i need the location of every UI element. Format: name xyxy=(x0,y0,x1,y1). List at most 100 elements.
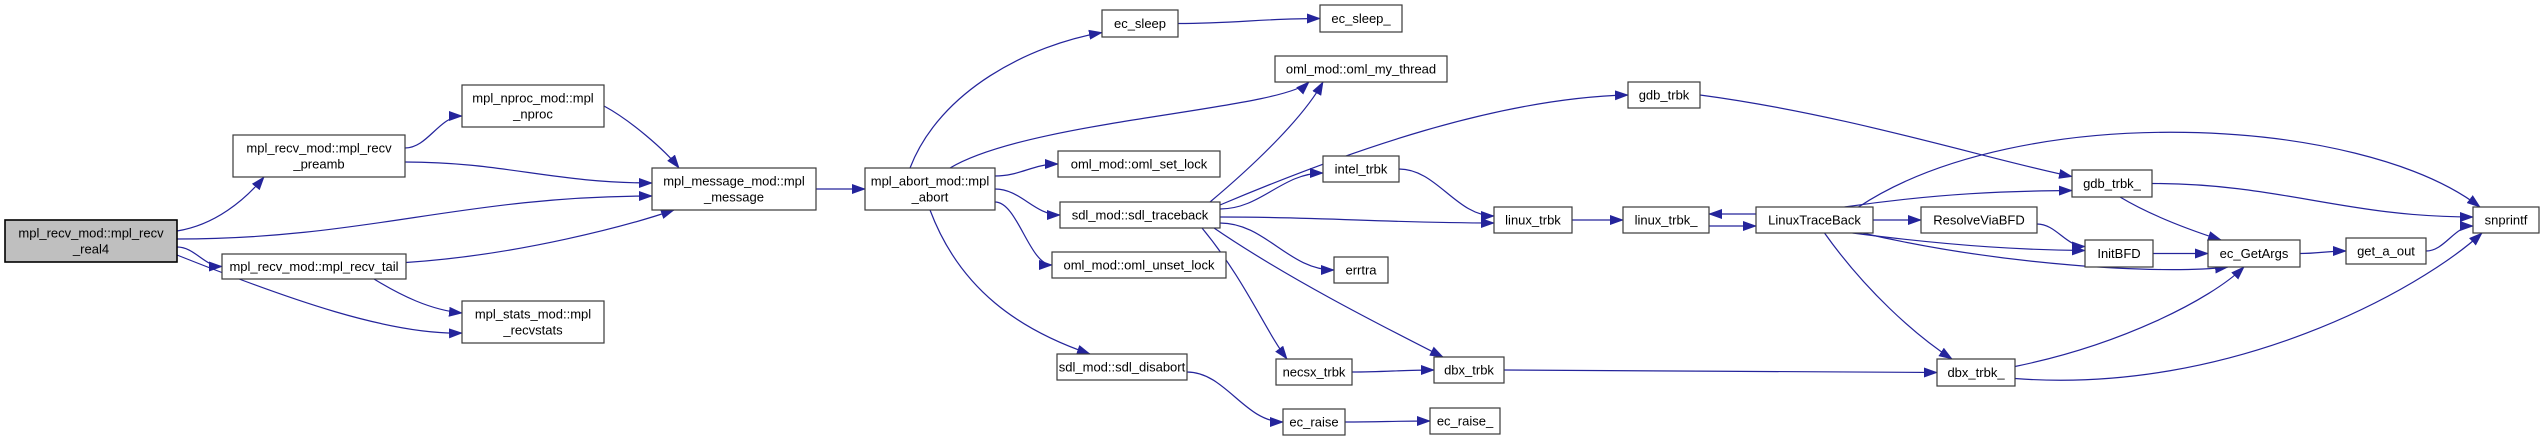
node-oml_my_thread[interactable]: oml_mod::oml_my_thread xyxy=(1274,55,1448,83)
node-errtra[interactable]: errtra xyxy=(1333,256,1389,284)
node-box xyxy=(221,253,407,280)
node-LinuxTraceBack[interactable]: LinuxTraceBack xyxy=(1755,206,1874,234)
edge-sdl_traceback-to-oml_my_thread xyxy=(1209,81,1324,203)
node-label: LinuxTraceBack xyxy=(1768,213,1861,228)
edge-dbx_trbk-to-dbx_trbk_ xyxy=(1503,367,1938,378)
node-sdl_traceback[interactable]: sdl_mod::sdl_traceback xyxy=(1059,201,1221,229)
edge-mpl_recv_preamb-to-mpl_message xyxy=(404,161,653,188)
node-ec_sleep_[interactable]: ec_sleep_ xyxy=(1319,4,1403,33)
node-label: necsx_trbk xyxy=(1283,365,1346,380)
edge-ec_GetArgs-to-get_a_out xyxy=(2299,246,2347,257)
node-linux_trbk[interactable]: linux_trbk xyxy=(1493,206,1573,234)
node-mpl_recv_real4[interactable]: mpl_recv_mod::mpl_recv_real4 xyxy=(4,219,178,263)
node-InitBFD[interactable]: InitBFD xyxy=(2084,239,2154,268)
node-box xyxy=(1936,358,2016,387)
node-linux_trbk_[interactable]: linux_trbk_ xyxy=(1622,206,1710,234)
edge-LinuxTraceBack-to-ec_GetArgs xyxy=(1862,232,2229,274)
node-label: ec_raise_ xyxy=(1437,414,1494,429)
edge-mpl_abort-to-ec_sleep xyxy=(909,29,1103,169)
node-label: gdb_trbk_ xyxy=(2083,176,2142,191)
edge-get_a_out-to-snprintf xyxy=(2425,221,2474,252)
node-label: mpl_abort_mod::mpl xyxy=(871,174,990,189)
edge-mpl_recv_real4-to-mpl_recv_tail xyxy=(176,246,223,272)
node-label: mpl_recv_mod::mpl_recv xyxy=(246,141,392,156)
edge-dbx_trbk_-to-snprintf xyxy=(2014,232,2483,381)
node-sdl_disabort[interactable]: sdl_mod::sdl_disabort xyxy=(1056,353,1188,381)
node-box xyxy=(1059,201,1221,229)
node-box xyxy=(1282,408,1346,436)
node-box xyxy=(2207,239,2301,268)
node-label: linux_trbk_ xyxy=(1635,213,1699,228)
node-necsx_trbk[interactable]: necsx_trbk xyxy=(1275,358,1353,386)
node-box xyxy=(1057,150,1221,178)
node-label: sdl_mod::sdl_traceback xyxy=(1072,208,1209,223)
edge-sdl_traceback-to-errtra xyxy=(1219,222,1335,275)
node-label: oml_mod::oml_set_lock xyxy=(1071,157,1208,172)
node-mpl_abort[interactable]: mpl_abort_mod::mpl_abort xyxy=(864,167,996,211)
edge-sdl_traceback-to-necsx_trbk xyxy=(1201,227,1288,360)
node-label: _message xyxy=(703,190,764,205)
node-get_a_out[interactable]: get_a_out xyxy=(2345,237,2427,265)
node-box xyxy=(1101,9,1179,38)
node-label: get_a_out xyxy=(2357,244,2415,259)
node-oml_unset_lock[interactable]: oml_mod::oml_unset_lock xyxy=(1051,251,1227,279)
node-intel_trbk[interactable]: intel_trbk xyxy=(1322,155,1400,183)
node-label: _abort xyxy=(911,190,949,205)
node-label: linux_trbk xyxy=(1505,213,1561,228)
node-snprintf[interactable]: snprintf xyxy=(2472,206,2540,234)
node-ResolveViaBFD[interactable]: ResolveViaBFD xyxy=(1920,206,2038,234)
edge-gdb_trbk-to-gdb_trbk_ xyxy=(1699,94,2073,179)
node-label: oml_mod::oml_unset_lock xyxy=(1063,258,1215,273)
node-box xyxy=(1333,256,1389,284)
edge-gdb_trbk_-to-ec_GetArgs xyxy=(2119,196,2222,241)
node-dbx_trbk[interactable]: dbx_trbk xyxy=(1433,356,1505,384)
node-label: ec_sleep xyxy=(1114,16,1166,31)
node-mpl_recv_tail[interactable]: mpl_recv_mod::mpl_recv_tail xyxy=(221,253,407,280)
node-box xyxy=(1622,206,1710,234)
node-box xyxy=(1274,55,1448,83)
node-label: InitBFD xyxy=(2097,246,2140,261)
node-label: intel_trbk xyxy=(1335,162,1388,177)
node-mpl_recvstats[interactable]: mpl_stats_mod::mpl_recvstats xyxy=(461,300,605,344)
node-box xyxy=(1429,407,1501,435)
node-ec_sleep[interactable]: ec_sleep xyxy=(1101,9,1179,38)
edge-LinuxTraceBack-to-gdb_trbk_ xyxy=(1844,185,2073,208)
node-box xyxy=(1433,356,1505,384)
node-label: mpl_recv_mod::mpl_recv_tail xyxy=(229,259,398,274)
node-dbx_trbk_[interactable]: dbx_trbk_ xyxy=(1936,358,2016,387)
node-mpl_message[interactable]: mpl_message_mod::mpl_message xyxy=(651,167,817,211)
node-oml_set_lock[interactable]: oml_mod::oml_set_lock xyxy=(1057,150,1221,178)
edge-mpl_recv_real4-to-mpl_recvstats xyxy=(176,254,463,339)
node-label: errtra xyxy=(1345,263,1377,278)
node-box xyxy=(1056,353,1188,381)
node-ec_raise_[interactable]: ec_raise_ xyxy=(1429,407,1501,435)
edge-mpl_recv_preamb-to-mpl_nproc xyxy=(404,111,463,149)
edge-mpl_nproc-to-mpl_message xyxy=(603,105,680,169)
node-box xyxy=(2345,237,2427,265)
node-label: gdb_trbk xyxy=(1639,88,1690,103)
node-label: mpl_message_mod::mpl xyxy=(663,174,805,189)
node-box xyxy=(461,300,605,344)
node-label: mpl_nproc_mod::mpl xyxy=(472,91,593,106)
node-gdb_trbk[interactable]: gdb_trbk xyxy=(1627,81,1701,109)
edge-ec_sleep-to-ec_sleep_ xyxy=(1177,13,1321,25)
node-box xyxy=(1755,206,1874,234)
node-mpl_recv_preamb[interactable]: mpl_recv_mod::mpl_recv_preamb xyxy=(232,134,406,178)
node-label: snprintf xyxy=(2485,213,2528,228)
node-label: mpl_stats_mod::mpl xyxy=(475,307,591,322)
edge-mpl_abort-to-sdl_traceback xyxy=(994,188,1061,220)
edge-sdl_disabort-to-ec_raise xyxy=(1186,371,1284,427)
node-mpl_nproc[interactable]: mpl_nproc_mod::mpl_nproc xyxy=(461,84,605,128)
node-box xyxy=(2071,169,2153,198)
node-label: ec_sleep_ xyxy=(1331,11,1391,26)
node-gdb_trbk_[interactable]: gdb_trbk_ xyxy=(2071,169,2153,198)
node-label: _nproc xyxy=(512,107,553,122)
edge-mpl_abort-to-oml_my_thread xyxy=(949,81,1310,169)
node-ec_GetArgs[interactable]: ec_GetArgs xyxy=(2207,239,2301,268)
edge-mpl_abort-to-oml_unset_lock xyxy=(994,201,1053,270)
node-ec_raise[interactable]: ec_raise xyxy=(1282,408,1346,436)
node-label: oml_mod::oml_my_thread xyxy=(1286,62,1436,77)
node-box xyxy=(1319,4,1403,33)
node-box xyxy=(864,167,996,211)
